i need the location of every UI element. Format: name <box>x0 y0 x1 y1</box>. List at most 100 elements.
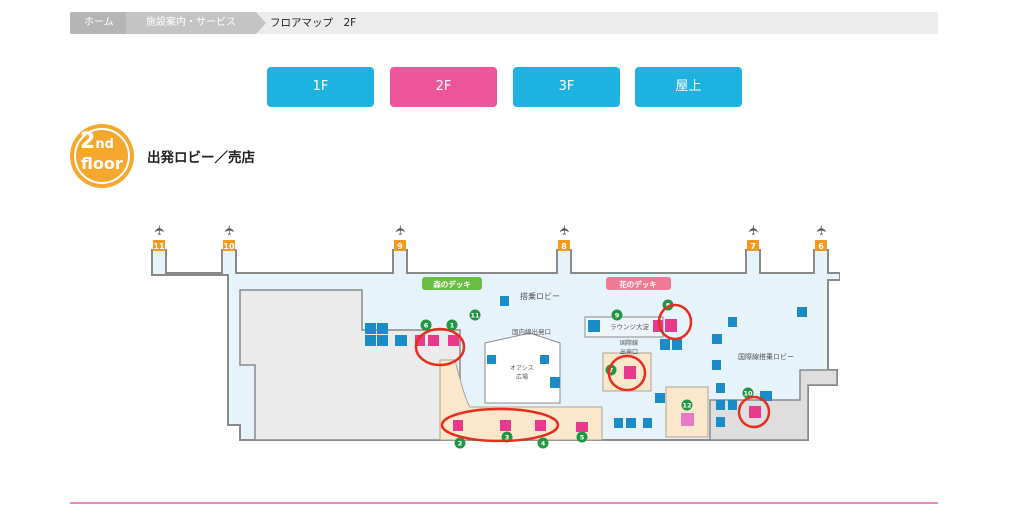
marker-number: 1 <box>450 322 455 330</box>
gate-number: 8 <box>561 242 567 251</box>
gate-7: ✈7 <box>747 224 762 251</box>
marker-11 <box>469 309 481 321</box>
gate-number: 9 <box>397 242 403 251</box>
marker-5 <box>576 431 588 443</box>
tab-3f[interactable]: 3F <box>513 67 620 107</box>
floor-suffix: nd <box>95 137 114 152</box>
breadcrumb-separator <box>256 12 266 34</box>
deck-forest-label-bg <box>422 277 482 290</box>
label-boarding-lobby: 搭乗ロビー <box>520 291 560 301</box>
breadcrumb-current: フロアマップ 2F <box>270 17 357 29</box>
marker-number: 6 <box>424 322 429 330</box>
baby-care-icon <box>728 400 737 410</box>
gate-number-badge <box>223 240 235 251</box>
gate-number: 11 <box>153 242 165 251</box>
tab-2f[interactable]: 2F <box>390 67 497 107</box>
highlight-circle <box>440 407 560 443</box>
label-oasis-2: 広場 <box>516 373 528 381</box>
gate-10: ✈ 10 <box>223 224 238 251</box>
highlight-circle <box>737 395 771 429</box>
escalator-icon <box>540 355 549 364</box>
restroom-icon <box>760 391 772 401</box>
accessible-restroom-icon <box>716 400 725 410</box>
marker-number: 2 <box>458 440 463 448</box>
gate-11: ✈ 11 <box>153 224 168 251</box>
floor-map: ✈11✈10✈9✈8✈7✈6✈5 森のデッキ 花のデッキ 搭乗ロビー 国内線出発… <box>151 224 840 449</box>
restroom-icon <box>716 383 725 393</box>
massage-icon <box>681 413 694 426</box>
shop-area-12 <box>665 386 709 438</box>
marker-4 <box>537 437 549 449</box>
restroom-icon <box>626 418 636 428</box>
marker-number: 7 <box>609 367 614 375</box>
restroom-icon <box>365 323 376 334</box>
gate-number: 7 <box>750 242 756 251</box>
gate-number-badge <box>394 240 406 251</box>
gate-9: ✈9 <box>394 224 409 251</box>
marker-number: 3 <box>505 434 510 442</box>
label-intl-exit-1: 国際線 <box>620 339 638 347</box>
airplane-icon: ✈ <box>153 224 168 235</box>
section-title: 出発ロビー／売店 <box>147 150 255 166</box>
restroom-icon <box>716 417 725 427</box>
floor-badge-number: 2nd <box>80 131 114 156</box>
gate-number-badge <box>558 240 570 251</box>
airplane-icon: ✈ <box>558 224 573 235</box>
deck-flower-label-bg <box>606 277 671 290</box>
gate-number-badge <box>747 240 759 251</box>
marker-10 <box>742 387 754 399</box>
gate-number-badge <box>153 240 165 251</box>
deck-forest-label: 森のデッキ <box>433 279 471 289</box>
airplane-icon: ✈ <box>223 224 238 235</box>
marker-6 <box>420 319 432 331</box>
tab-1f[interactable]: 1F <box>267 67 374 107</box>
floor-badge-ring <box>74 128 130 184</box>
restroom-icon <box>643 418 652 428</box>
gate-number-badge <box>815 240 827 251</box>
breadcrumb-home[interactable]: ホーム <box>70 12 126 34</box>
baby-care-icon <box>377 335 388 346</box>
smoking-area-icon <box>712 334 722 344</box>
floor-badge: 2nd floor <box>70 124 134 188</box>
floor-badge-word: floor <box>81 154 123 173</box>
accessible-restroom-icon <box>365 335 376 346</box>
gate-8: ✈8 <box>558 224 573 251</box>
airplane-icon: ✈ <box>747 224 762 235</box>
marker-number: 12 <box>682 402 691 410</box>
label-domestic-exit: 国内線出発口 <box>512 327 551 336</box>
airplane-icon: ✈ <box>815 224 830 235</box>
restroom-icon <box>614 418 623 428</box>
shop-icon <box>535 420 546 431</box>
shop-icon <box>653 320 663 332</box>
floor-number: 2 <box>80 129 96 154</box>
breadcrumb: ホーム 施設案内・サービス フロアマップ 2F <box>70 12 938 34</box>
shop-icon <box>448 335 459 346</box>
highlight-circle <box>607 354 647 392</box>
restroom-icon <box>660 339 670 350</box>
gate-number: 10 <box>223 242 235 251</box>
cafe-icon <box>576 422 588 432</box>
marker-12 <box>681 399 693 411</box>
marker-number: 11 <box>470 312 480 320</box>
escalator-icon <box>487 355 496 364</box>
facility-icons <box>365 296 807 428</box>
tab-rooftop[interactable]: 屋上 <box>635 67 742 107</box>
breadcrumb-facility-services[interactable]: 施設案内・サービス <box>126 12 256 34</box>
label-intl-exit-2: 出発口 <box>620 348 638 356</box>
gate-6: ✈6 <box>815 224 830 251</box>
bottom-divider <box>70 502 938 504</box>
telephone-icon <box>712 360 721 370</box>
elevator-icon <box>500 296 509 306</box>
oasis-plaza <box>484 332 561 404</box>
elevator-icon <box>550 377 560 388</box>
shop-icon <box>624 366 636 379</box>
airplane-icon: ✈ <box>394 224 409 235</box>
marker-number: 10 <box>743 390 753 398</box>
highlight-circle <box>657 303 693 341</box>
restroom-icon <box>377 323 388 334</box>
smoking-area-icon <box>395 335 407 346</box>
shop-icon <box>749 406 761 418</box>
marker-9 <box>611 309 623 321</box>
label-lounge: ラウンジ大淀 <box>610 322 650 331</box>
